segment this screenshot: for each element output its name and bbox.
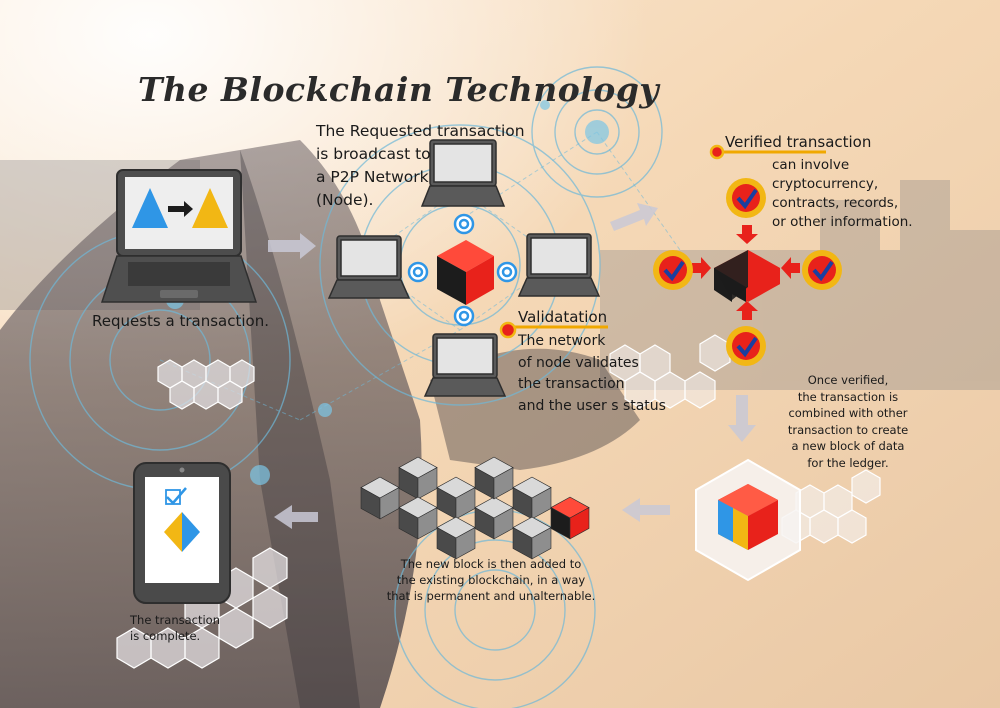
node-ring-icon: [453, 305, 475, 327]
checkmark-badge-icon: [726, 178, 766, 218]
laptop-icon: [327, 235, 411, 299]
laptop-icon: [517, 233, 601, 297]
cube-icon: [360, 476, 400, 520]
arrow-icon: [728, 395, 756, 442]
hexagon-cluster-left: [157, 359, 255, 410]
cube-icon: [474, 456, 514, 500]
hexagon-cluster-mid: [609, 334, 731, 409]
node-ring-icon: [453, 213, 475, 235]
validation-step-text: The network of node validates the transa…: [518, 333, 666, 414]
checkmark-badge-icon: [726, 326, 766, 366]
verified-heading: Verified transaction: [725, 133, 872, 151]
verified-step-text: can involve cryptocurrency, contracts, r…: [772, 157, 913, 230]
node-ring-icon: [496, 261, 518, 283]
cube-icon: [550, 496, 590, 540]
block-creation-step-text: Once verified, the transaction is combin…: [787, 373, 909, 470]
checkmark-badges: [653, 178, 842, 366]
cube-icon: [474, 496, 514, 540]
node-laptops: [327, 139, 601, 397]
node-ring-icon: [407, 261, 429, 283]
validation-heading: Validatation: [518, 308, 608, 326]
new-block-icon: [695, 458, 801, 582]
arrow-icon: [622, 498, 670, 522]
verified-marker: [709, 144, 826, 160]
validation-marker: [499, 321, 608, 339]
laptop-icon: [423, 333, 507, 397]
page-title: The Blockchain Technology: [138, 70, 660, 109]
node-ring-icons: [407, 213, 518, 327]
verified-cube-icon: [714, 250, 780, 302]
broadcast-step-text: The Requested transaction is broadcast t…: [316, 122, 525, 209]
arrow-icon: [168, 201, 193, 217]
arrow-icon: [274, 505, 318, 529]
cube-icon: [436, 476, 476, 520]
smartphone-icon: [133, 462, 231, 604]
checkmark-badge-icon: [653, 250, 693, 290]
cube-icon: [398, 496, 438, 540]
red-pointer-arrows: [692, 225, 800, 320]
requester-laptop-icon: [100, 169, 258, 303]
request-step-text: Requests a transaction.: [92, 312, 269, 330]
cube-icon: [398, 456, 438, 500]
blockchain-cubes: [360, 456, 590, 560]
chain-added-step-text: The new block is then added to the exist…: [386, 557, 596, 603]
flow-arrows: [268, 203, 756, 529]
arrow-icon: [268, 233, 316, 259]
cube-icon: [436, 516, 476, 560]
transaction-cube-icon: [437, 240, 494, 305]
laptop-icon: [420, 139, 506, 207]
complete-step-text: The transaction is complete.: [130, 613, 221, 643]
arrow-icon: [610, 203, 658, 231]
checkmark-badge-icon: [802, 250, 842, 290]
